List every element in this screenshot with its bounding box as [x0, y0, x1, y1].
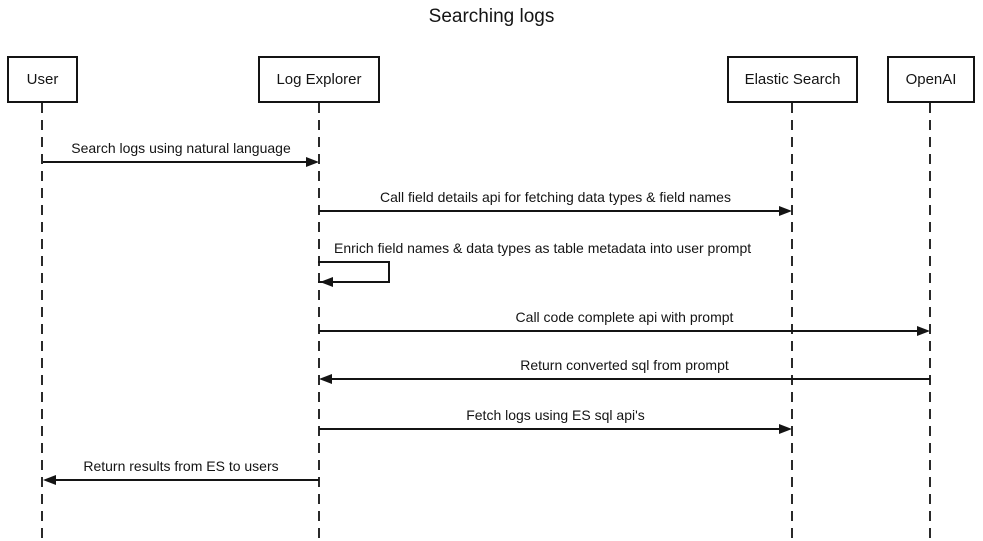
arrowhead-right-icon [779, 206, 792, 216]
message-arrow-return-results [56, 479, 319, 481]
message-label-return-sql: Return converted sql from prompt [520, 357, 729, 373]
actor-label-log-explorer: Log Explorer [276, 71, 362, 88]
message-label-code-complete: Call code complete api with prompt [515, 309, 734, 325]
diagram-title: Searching logs [428, 6, 555, 27]
actor-box-elastic-search: Elastic Search [727, 56, 858, 103]
actor-label-elastic-search: Elastic Search [744, 71, 841, 88]
actor-box-log-explorer: Log Explorer [258, 56, 380, 103]
message-label-enrich-metadata: Enrich field names & data types as table… [334, 240, 752, 256]
message-label-return-results: Return results from ES to users [83, 458, 279, 474]
arrowhead-left-icon [319, 374, 332, 384]
lifeline-user [41, 103, 43, 541]
arrowhead-right-icon [306, 157, 319, 167]
message-arrow-field-details [319, 210, 779, 212]
lifeline-elastic-search [791, 103, 793, 541]
actor-label-openai: OpenAI [905, 71, 957, 88]
actor-label-user: User [26, 71, 59, 88]
message-label-search-logs: Search logs using natural language [71, 140, 291, 156]
message-label-fetch-logs: Fetch logs using ES sql api's [466, 407, 645, 423]
message-arrow-search-logs [43, 161, 306, 163]
actor-box-user: User [7, 56, 78, 103]
arrowhead-right-icon [917, 326, 930, 336]
arrowhead-left-icon [320, 277, 333, 287]
message-arrow-code-complete [319, 330, 917, 332]
arrowhead-left-icon [43, 475, 56, 485]
actor-box-openai: OpenAI [887, 56, 975, 103]
self-message-loop [318, 261, 390, 283]
message-arrow-return-sql [332, 378, 930, 380]
message-label-field-details: Call field details api for fetching data… [380, 189, 731, 205]
arrowhead-right-icon [779, 424, 792, 434]
lifeline-log-explorer [318, 103, 320, 541]
lifeline-openai [929, 103, 931, 541]
message-arrow-fetch-logs [319, 428, 779, 430]
